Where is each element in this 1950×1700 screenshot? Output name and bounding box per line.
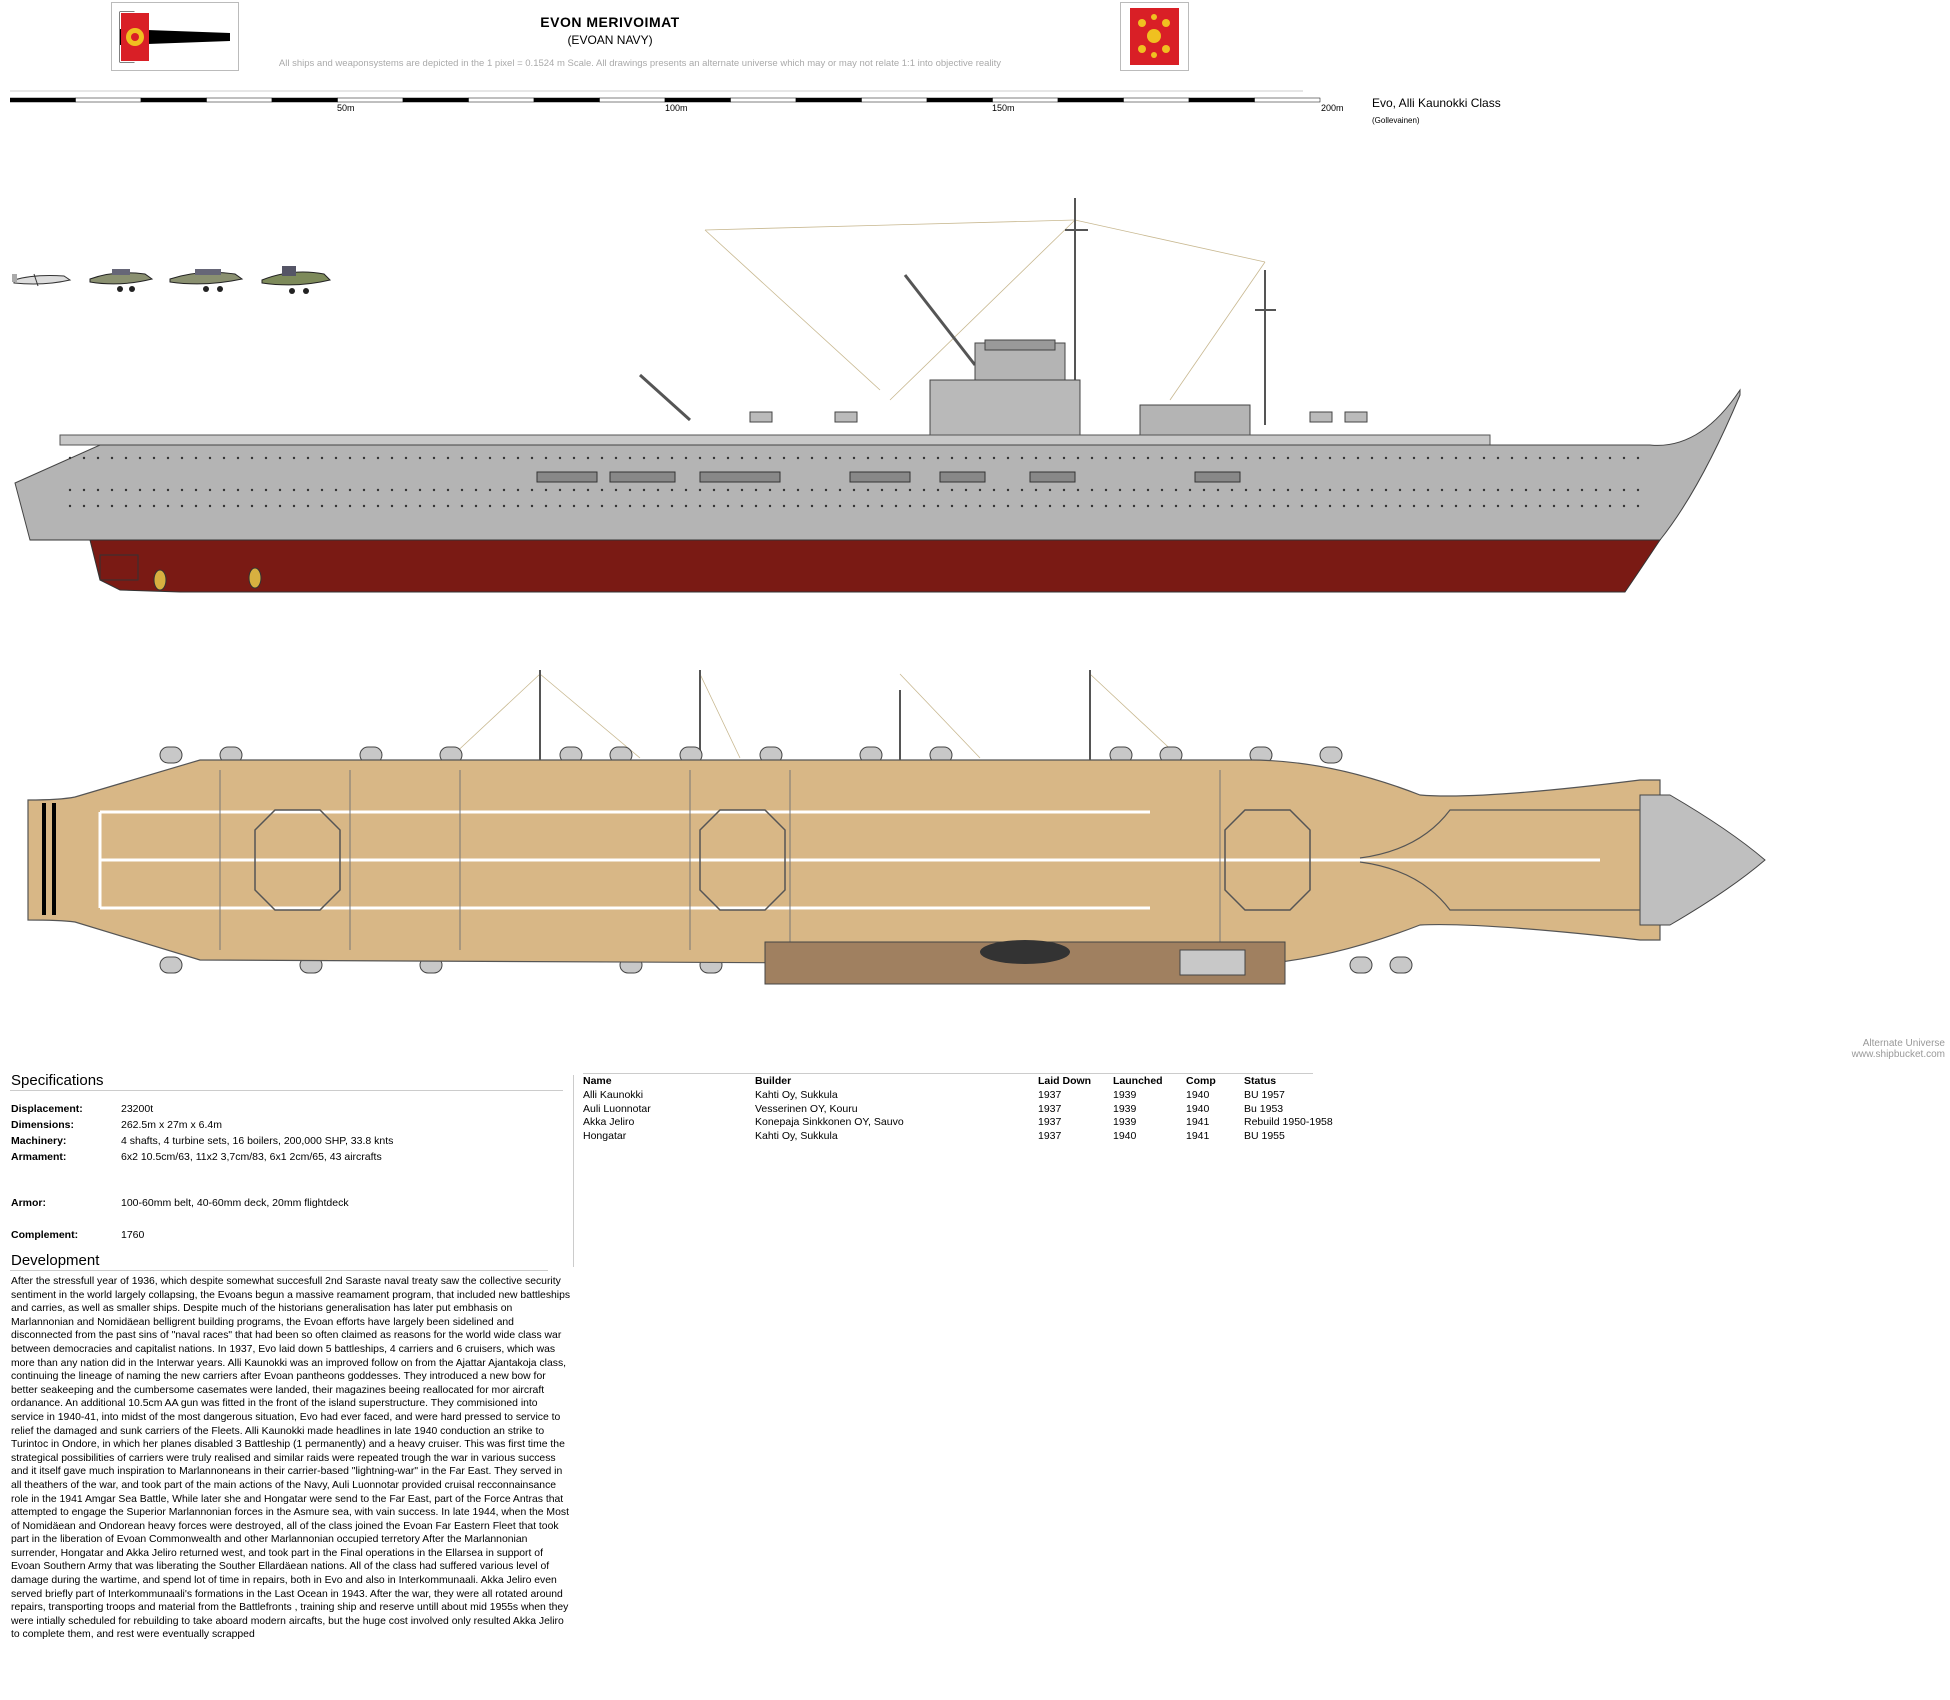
ship-cell: Akka Jeliro — [583, 1116, 635, 1128]
ship-cell: Rebuild 1950-1958 — [1244, 1116, 1333, 1128]
ship-cell: BU 1957 — [1244, 1089, 1285, 1101]
scale-label-100m: 100m — [665, 103, 688, 113]
col-laid-down: Laid Down — [1038, 1075, 1092, 1087]
ship-class-author-note: (Gollevainen) — [1372, 116, 1420, 125]
ships-table: Name Builder Laid Down Launched Comp Sta… — [583, 1075, 1333, 1143]
column-divider — [573, 1075, 574, 1267]
ships-table-top-divider — [583, 1073, 1313, 1074]
ship-cell: Hongatar — [583, 1129, 627, 1142]
development-heading: Development — [11, 1252, 100, 1269]
page-subtitle: (EVOAN NAVY) — [567, 33, 653, 47]
ship-cell: 1940 — [1186, 1102, 1210, 1115]
ship-cell: Alli Kaunokki — [583, 1089, 644, 1101]
ship-cell: 1937 — [1038, 1102, 1062, 1115]
aircraft-group — [12, 266, 331, 294]
ship-row: Alli Kaunokki Kahti Oy, Sukkula 1937 1939 19… — [583, 1089, 1333, 1103]
aircraft-fighter-1 — [12, 273, 72, 287]
col-status: Status — [1244, 1075, 1277, 1087]
col-launched: Launched — [1113, 1075, 1163, 1087]
development-text: After the stressfull year of 1936, which… — [11, 1276, 571, 1641]
scale-label-150m: 150m — [992, 103, 1015, 113]
ship-cell: 1939 — [1113, 1102, 1137, 1115]
col-name: Name — [583, 1075, 612, 1087]
aircraft-bomber-2 — [169, 269, 244, 292]
page-title: EVON MERIVOIMAT — [540, 14, 680, 30]
ship-plan-view — [27, 670, 1766, 985]
col-comp: Comp — [1186, 1075, 1216, 1087]
ships-table-header: Name Builder Laid Down Launched Comp Sta… — [583, 1075, 1333, 1089]
aircraft-torpedo-bomber — [261, 266, 331, 294]
watermark-line-1: Alternate Universe — [1862, 1038, 1945, 1049]
ship-cell: 1940 — [1186, 1089, 1210, 1101]
ship-cell: Kahti Oy, Sukkula — [755, 1089, 838, 1101]
watermark-line-2: www.shipbucket.com — [1851, 1049, 1945, 1060]
ship-cell: Konepaja Sinkkonen OY, Sauvo — [755, 1116, 904, 1128]
ship-cell: 1937 — [1038, 1116, 1062, 1128]
ship-cell: 1937 — [1038, 1129, 1062, 1142]
ship-cell: Kahti Oy, Sukkula — [755, 1129, 838, 1142]
scale-disclaimer: All ships and weaponsystems are depicted… — [278, 58, 1002, 69]
ship-row: Hongatar Kahti Oy, Sukkula 1937 1940 1941 BU … — [583, 1130, 1333, 1144]
ship-cell: BU 1955 — [1244, 1129, 1285, 1142]
scale-label-50m: 50m — [337, 103, 355, 113]
ship-cell: 1937 — [1038, 1089, 1062, 1101]
navy-jack-flag — [1120, 2, 1189, 71]
development-divider — [10, 1270, 548, 1271]
ship-row: Akka Jeliro Konepaja Sinkkonen OY, Sauvo 1… — [583, 1116, 1333, 1130]
ship-cell: Vesserinen OY, Kouru — [755, 1102, 858, 1115]
scale-bar — [10, 90, 1321, 103]
ship-cell: 1941 — [1186, 1129, 1210, 1142]
watermark: Alternate Universe www.shipbucket.com — [1790, 1038, 1945, 1060]
ship-cell: Auli Luonnotar — [583, 1102, 651, 1115]
ship-class-name: Evo, Alli Kaunokki Class — [1372, 96, 1501, 110]
col-builder: Builder — [755, 1075, 792, 1087]
scale-label-200m: 200m — [1321, 103, 1344, 113]
ship-row: Auli Luonnotar Vesserinen OY, Kouru 1937 19… — [583, 1103, 1333, 1117]
ship-cell: 1939 — [1113, 1116, 1137, 1128]
specifications-divider — [10, 1090, 563, 1091]
ship-cell: 1940 — [1113, 1129, 1137, 1142]
ship-side-profile — [14, 198, 1741, 593]
specifications-heading: Specifications — [11, 1072, 104, 1089]
naval-ensign-flag — [111, 2, 239, 71]
ship-cell: 1939 — [1113, 1089, 1137, 1101]
ship-cell: 1941 — [1186, 1116, 1210, 1128]
aircraft-bomber-1 — [89, 269, 154, 292]
ship-cell: Bu 1953 — [1244, 1102, 1284, 1115]
